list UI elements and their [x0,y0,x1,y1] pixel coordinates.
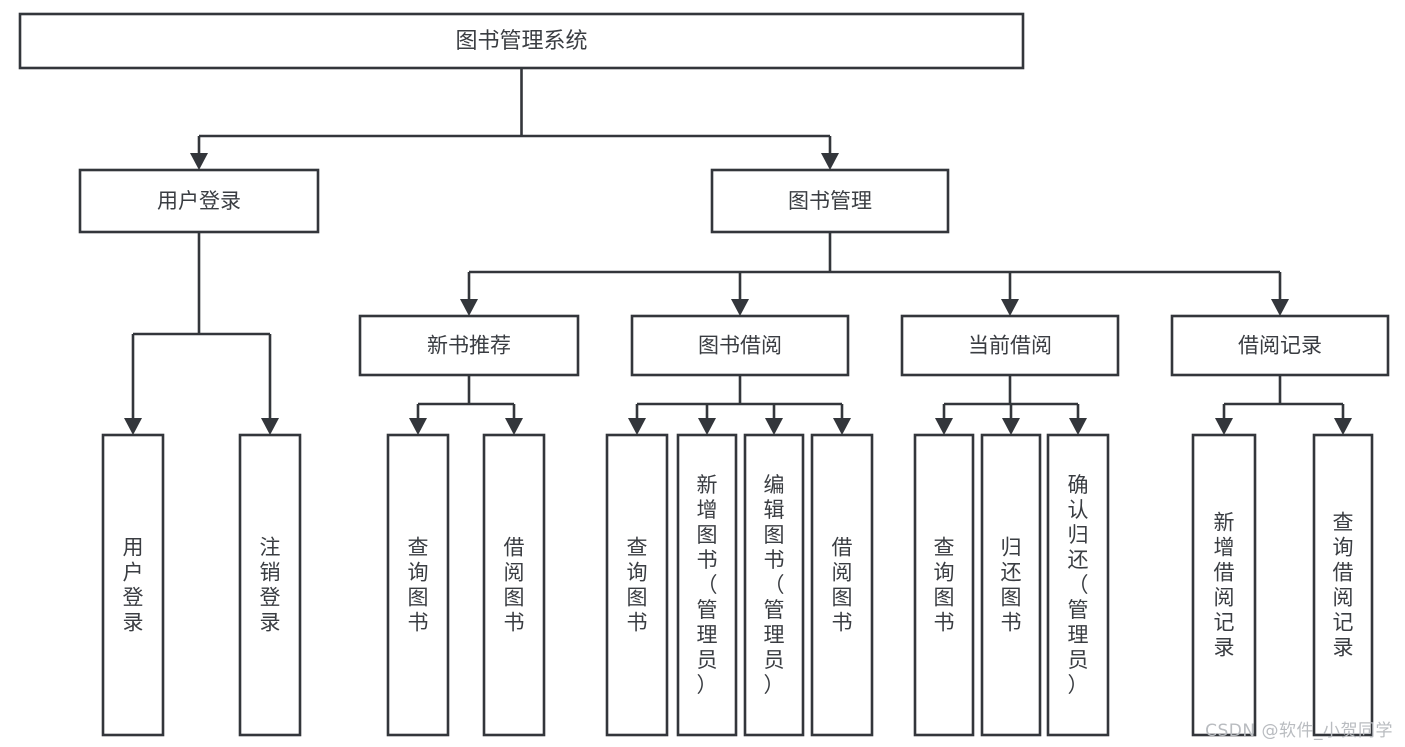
node-label: 查询图书 [934,536,955,635]
node-label: 借阅记录 [1238,334,1322,358]
node-label: 图书管理系统 [455,29,587,54]
node-box [743,433,805,737]
node-box [18,12,1025,70]
node-box [1046,433,1110,737]
node-box [482,433,546,737]
node-box [358,314,580,377]
node-label: 确认归还（管理员） [1068,473,1089,697]
node-box [1170,314,1390,377]
node-layer: 图书管理系统用户登录图书管理新书推荐图书借阅当前借阅借阅记录用户登录注销登录查询… [18,12,1390,737]
node-box [238,433,302,737]
node-box [386,433,450,737]
node-leaf-bb-query[interactable]: 查询图书 [605,433,669,737]
node-label: 借阅图书 [832,536,853,635]
node-box [676,433,738,737]
node-label: 新增图书（管理员） [697,473,718,697]
node-n-new-book[interactable]: 新书推荐 [358,314,580,377]
node-label: 归还图书 [1001,536,1022,635]
node-label: 图书借阅 [698,334,782,358]
node-box [630,314,850,377]
node-leaf-rc-add[interactable]: 新增借阅记录 [1191,433,1257,737]
node-box [913,433,975,737]
node-box [101,433,165,737]
node-label: 查询图书 [408,536,429,635]
node-leaf-bb-edit[interactable]: 编辑图书（管理员） [743,433,805,737]
node-label: 用户登录 [157,189,241,213]
node-root[interactable]: 图书管理系统 [18,12,1025,70]
node-n-current[interactable]: 当前借阅 [900,314,1120,377]
node-box [810,433,874,737]
node-box [980,433,1042,737]
node-box [710,168,950,234]
node-box [1191,433,1257,737]
node-leaf-nb-borrow[interactable]: 借阅图书 [482,433,546,737]
node-label: 查询图书 [627,536,648,635]
node-leaf-cb-confirm[interactable]: 确认归还（管理员） [1046,433,1110,737]
node-label: 用户登录 [123,536,144,635]
node-leaf-user-login[interactable]: 用户登录 [101,433,165,737]
node-leaf-cb-return[interactable]: 归还图书 [980,433,1042,737]
node-box [1312,433,1374,737]
node-box [78,168,320,234]
node-label: 新书推荐 [427,334,511,358]
node-leaf-nb-query[interactable]: 查询图书 [386,433,450,737]
node-n-borrow[interactable]: 图书借阅 [630,314,850,377]
node-leaf-bb-borrow[interactable]: 借阅图书 [810,433,874,737]
node-n-book-manage[interactable]: 图书管理 [710,168,950,234]
node-n-user-login[interactable]: 用户登录 [78,168,320,234]
connector-layer [124,68,1352,435]
node-box [605,433,669,737]
node-label: 借阅图书 [504,536,525,635]
node-box [900,314,1120,377]
node-label: 新增借阅记录 [1214,511,1235,660]
node-label: 注销登录 [260,536,281,635]
node-leaf-bb-add[interactable]: 新增图书（管理员） [676,433,738,737]
node-label: 查询借阅记录 [1333,511,1354,660]
node-label: 图书管理 [788,189,872,213]
node-leaf-rc-query[interactable]: 查询借阅记录 [1312,433,1374,737]
node-label: 当前借阅 [968,334,1052,358]
node-leaf-user-logout[interactable]: 注销登录 [238,433,302,737]
node-leaf-cb-query[interactable]: 查询图书 [913,433,975,737]
node-label: 编辑图书（管理员） [764,473,785,697]
node-n-record[interactable]: 借阅记录 [1170,314,1390,377]
